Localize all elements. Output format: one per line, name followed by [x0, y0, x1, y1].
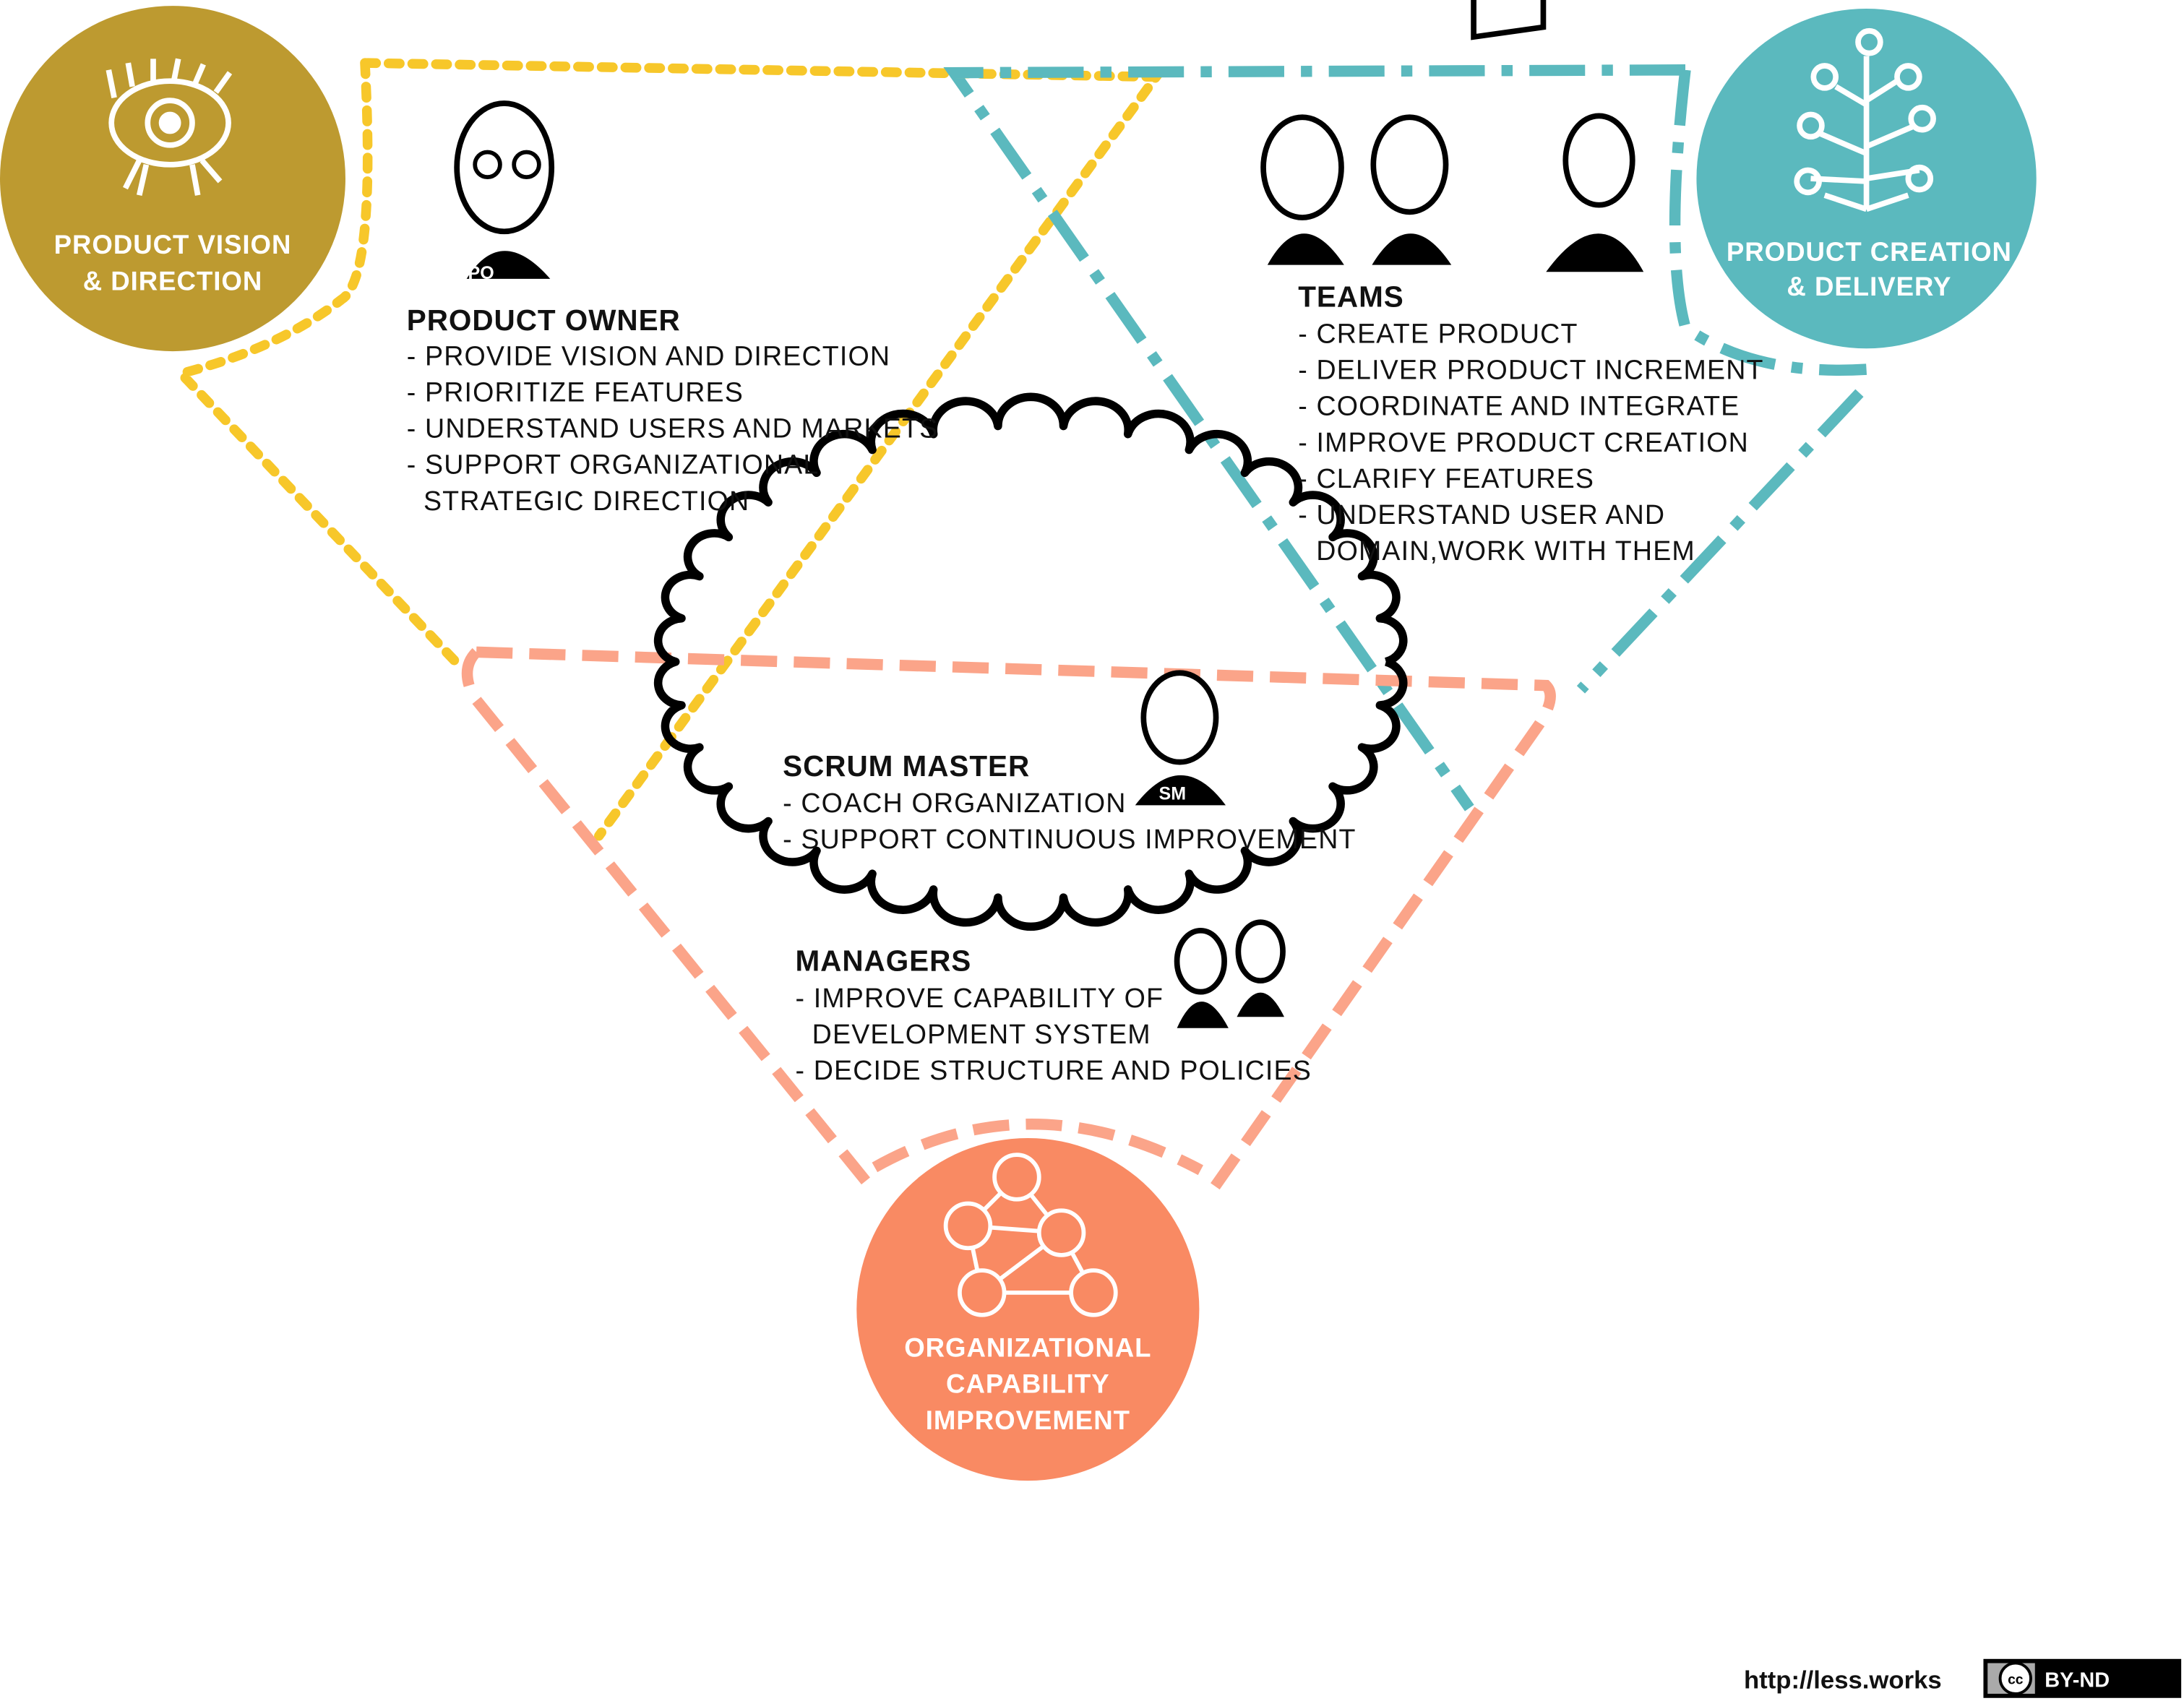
- license-badge: cc BY-ND: [1983, 1658, 2182, 1698]
- managers-avatars: [1174, 919, 1286, 1028]
- list-item: - SUPPORT CONTINUOUS IMPROVEMENT: [783, 824, 1357, 854]
- list-item: DOMAIN,WORK WITH THEM: [1316, 535, 1695, 566]
- capability-label-line2: CAPABILITY: [946, 1369, 1110, 1399]
- creation-circle: PRODUCT CREATION & DELIVERY: [1696, 8, 2037, 349]
- teams-title: TEAMS: [1298, 280, 1403, 313]
- teams-avatars: [1260, 0, 1644, 272]
- list-item: - CREATE PRODUCT: [1298, 319, 1578, 349]
- creation-label-line1: PRODUCT CREATION: [1727, 237, 2012, 267]
- list-item: - COACH ORGANIZATION: [783, 788, 1126, 818]
- creation-label-line2: & DELIVERY: [1787, 272, 1951, 301]
- list-item: - PROVIDE VISION AND DIRECTION: [407, 340, 890, 371]
- list-item: - UNDERSTAND USERS AND MARKETS: [407, 413, 939, 444]
- list-item: STRATEGIC DIRECTION: [407, 486, 750, 516]
- vision-label-line1: PRODUCT VISION: [54, 230, 292, 259]
- vision-circle: PRODUCT VISION & DIRECTION: [0, 6, 345, 352]
- list-item: - UNDERSTAND USER AND: [1298, 499, 1665, 530]
- cc-icon: cc: [2008, 1672, 2024, 1687]
- product-owner-items: - PROVIDE VISION AND DIRECTION - PRIORIT…: [407, 340, 939, 516]
- scrum-master-avatar: SM: [1135, 670, 1226, 806]
- list-item: - DELIVER PRODUCT INCREMENT: [1298, 355, 1763, 385]
- scrum-master-title: SCRUM MASTER: [783, 749, 1030, 783]
- scrum-master-cloud: [653, 392, 1408, 931]
- sm-badge: SM: [1159, 784, 1187, 804]
- list-item: - IMPROVE PRODUCT CREATION: [1298, 427, 1749, 457]
- product-owner-avatar: PO: [454, 100, 555, 283]
- list-item: - DECIDE STRUCTURE AND POLICIES: [795, 1055, 1311, 1085]
- capability-label-line1: ORGANIZATIONAL: [904, 1333, 1151, 1363]
- managers-title: MANAGERS: [795, 944, 971, 978]
- vision-label-line2: & DIRECTION: [83, 266, 263, 296]
- apple-tree-icon: [1794, 27, 1936, 212]
- product-owner-title: PRODUCT OWNER: [407, 303, 681, 337]
- list-item: - SUPPORT ORGANIZATIONAL: [407, 449, 820, 480]
- eye-figure-icon: [106, 58, 233, 197]
- teams-items: - CREATE PRODUCT - DELIVER PRODUCT INCRE…: [1298, 319, 1763, 567]
- capability-label-line3: IMPROVEMENT: [926, 1405, 1130, 1435]
- po-badge: PO: [468, 263, 494, 283]
- people-network-icon: [943, 1153, 1118, 1317]
- license-label: BY-ND: [2045, 1668, 2110, 1692]
- capability-area-border: [461, 646, 1556, 1194]
- creation-area-border: [943, 64, 1867, 811]
- list-item: - IMPROVE CAPABILITY OF: [795, 983, 1164, 1013]
- capability-circle: ORGANIZATIONAL CAPABILITY IMPROVEMENT: [856, 1137, 1200, 1481]
- list-item: - COORDINATE AND INTEGRATE: [1298, 391, 1740, 421]
- list-item: DEVELOPMENT SYSTEM: [795, 1019, 1151, 1049]
- list-item: - PRIORITIZE FEATURES: [407, 376, 744, 407]
- list-item: - CLARIFY FEATURES: [1298, 463, 1594, 494]
- website-link[interactable]: http://less.works: [1744, 1666, 1942, 1694]
